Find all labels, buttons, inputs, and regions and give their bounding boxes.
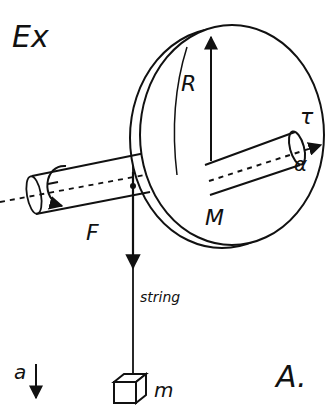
- radius-label: R: [181, 73, 196, 95]
- rim-line: [174, 47, 187, 175]
- right-axle: [205, 132, 300, 195]
- accel-label: a: [14, 362, 26, 382]
- angular-accel-label: α: [294, 154, 307, 174]
- acceleration-arrow: [35, 364, 37, 398]
- mass-label: m: [154, 380, 173, 400]
- disk: RM: [125, 25, 326, 253]
- force-label: F: [86, 222, 99, 244]
- string-line: [132, 166, 134, 374]
- example-heading: Ex: [12, 22, 49, 52]
- torque-label: τ: [300, 106, 313, 128]
- part-label: A.: [276, 362, 307, 392]
- mass-label: M: [205, 207, 224, 229]
- hanging-mass: m: [110, 372, 150, 404]
- cube-front: [114, 382, 136, 403]
- rotation-mark: [48, 182, 58, 184]
- axis-arrow: [209, 145, 321, 181]
- rotation-arrow: [47, 166, 66, 206]
- disk-face: [140, 25, 324, 245]
- string-label: string: [139, 290, 181, 304]
- hanging-mass-shape: [110, 372, 150, 404]
- left-axle: [0, 152, 150, 215]
- radius-arrow: [210, 37, 212, 161]
- disk-shape: [125, 25, 326, 253]
- cube-side: [136, 374, 146, 403]
